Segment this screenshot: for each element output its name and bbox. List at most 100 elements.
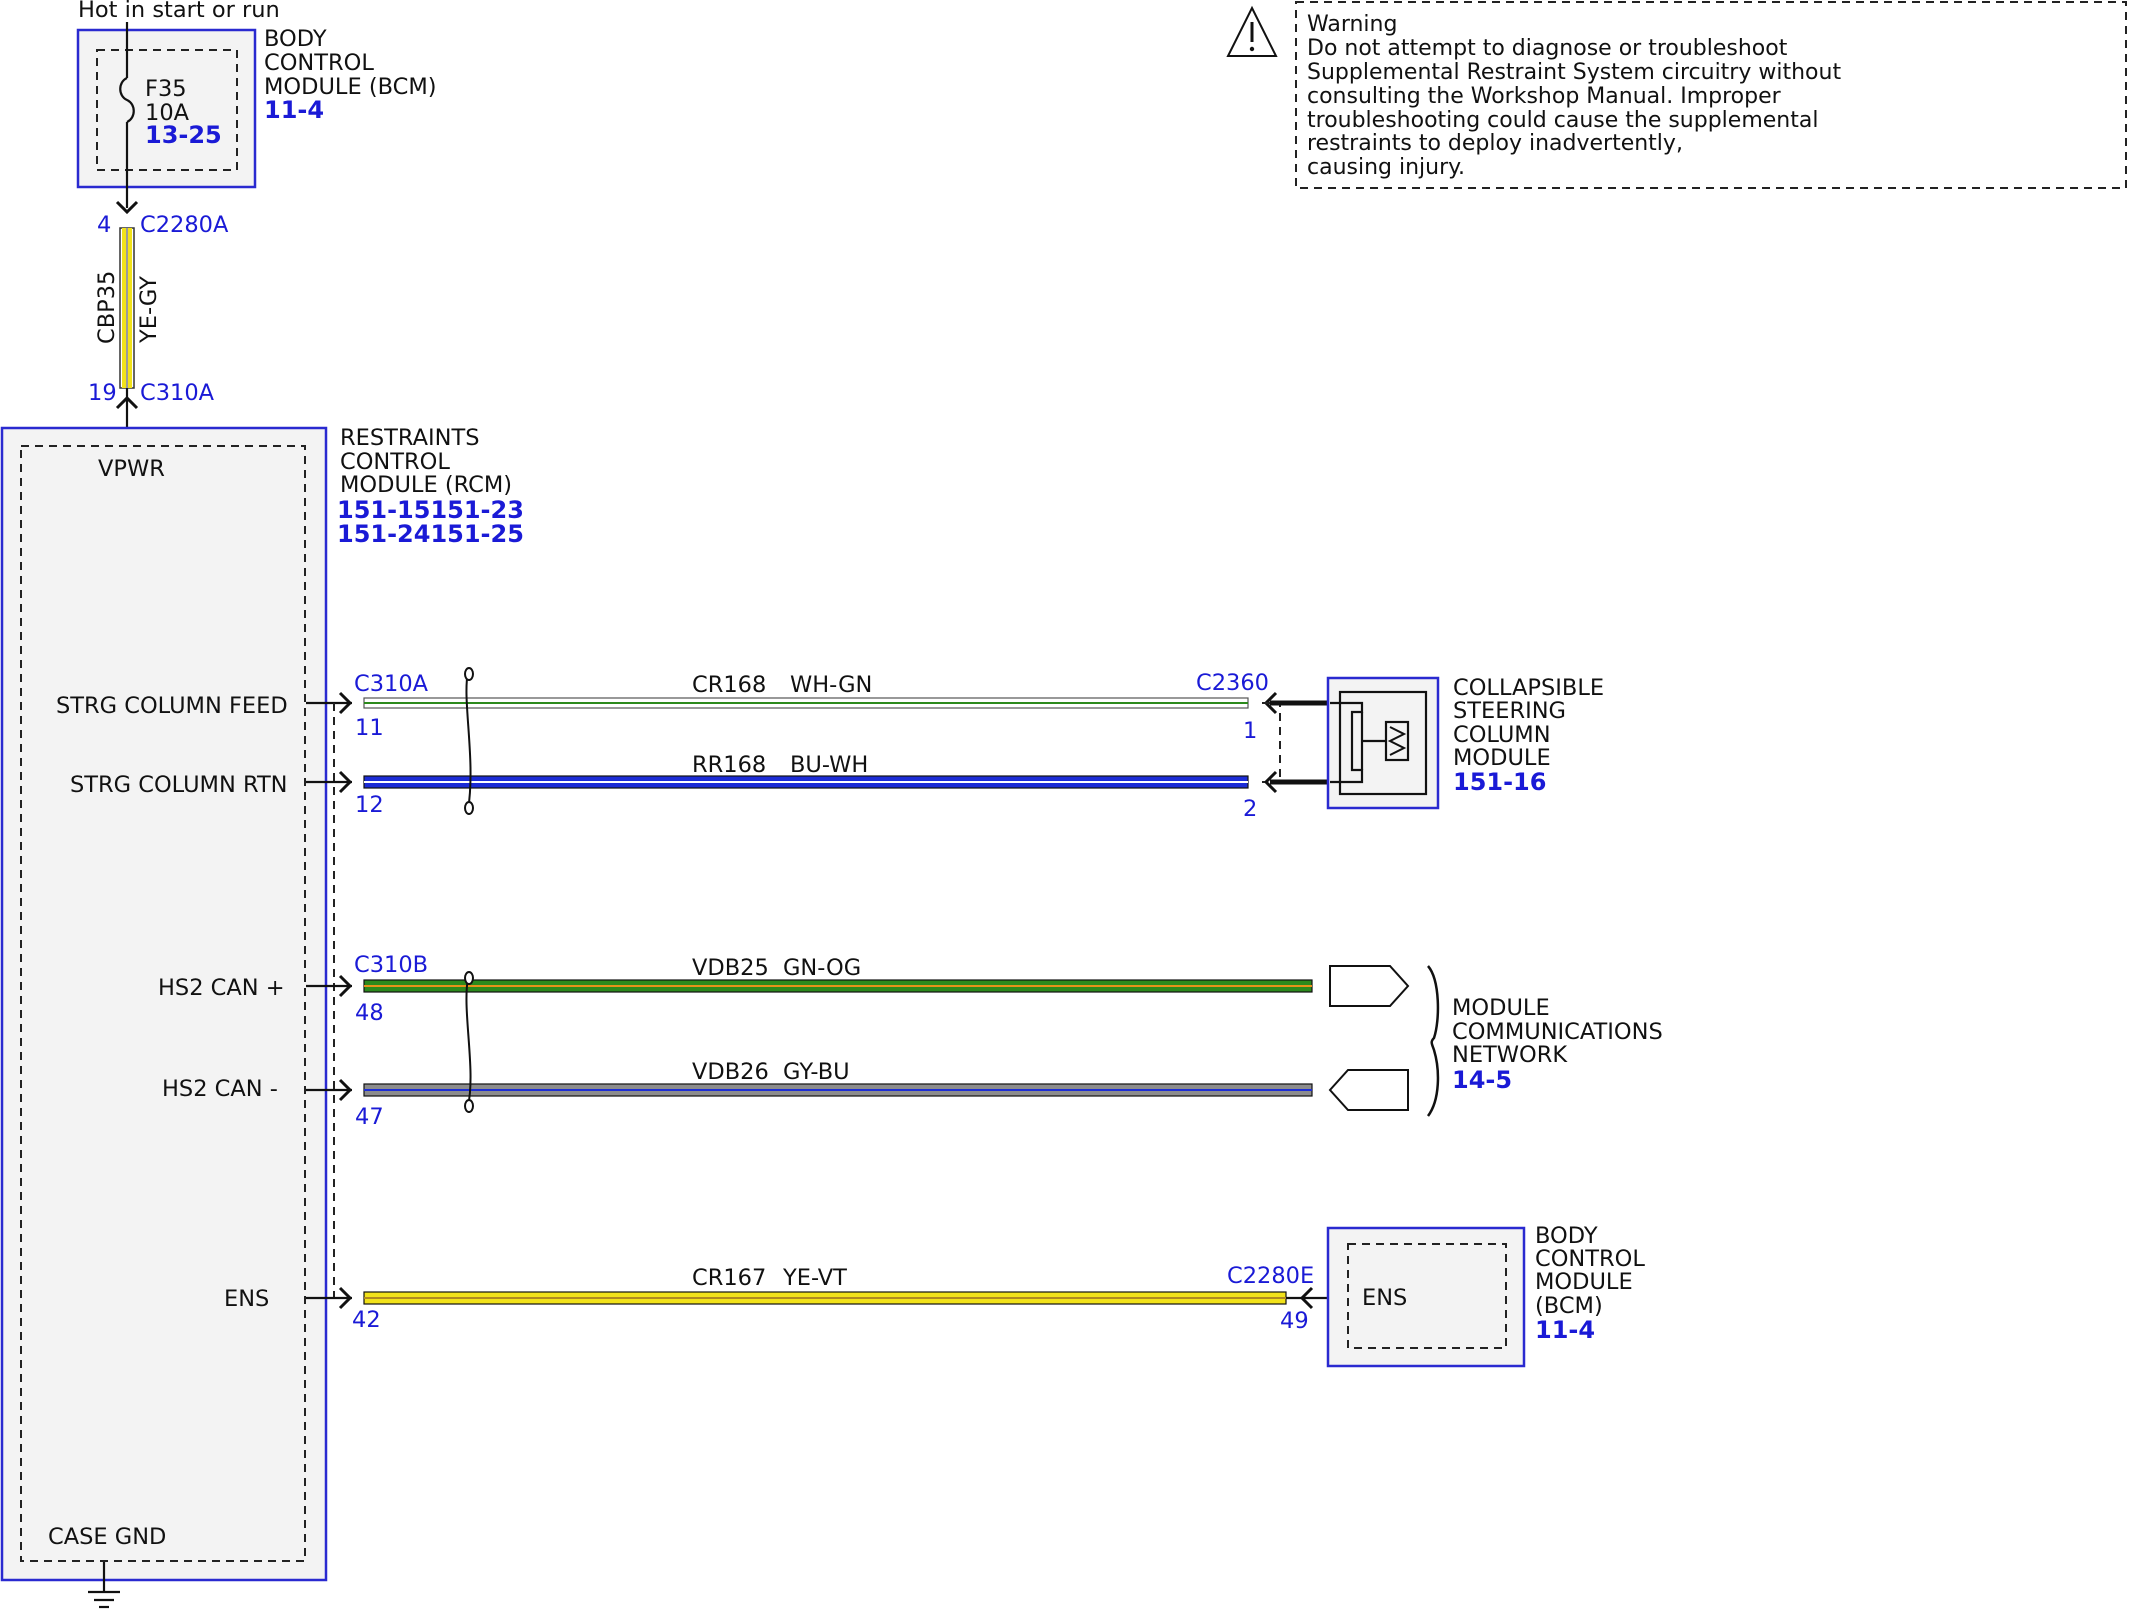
fuse-ref-link[interactable]: 13-25	[145, 121, 222, 149]
strg-feed-color: WH-GN	[790, 672, 872, 698]
rcm-inner-dashed	[20, 445, 306, 1562]
warning-line-3: Supplemental Restraint System circuitry …	[1307, 60, 1841, 85]
bcm-bottom-ref-link[interactable]: 11-4	[1535, 1316, 1595, 1344]
wire-cr168	[363, 697, 1249, 709]
warning-line-7: causing injury.	[1307, 155, 1465, 180]
warning-line-2: Do not attempt to diagnose or troublesho…	[1307, 36, 1788, 61]
network-name-2: COMMUNICATIONS	[1452, 1019, 1663, 1045]
rcm-ref-link-1[interactable]: 151-15151-23	[337, 496, 524, 524]
rcm-pin-case-gnd: CASE GND	[48, 1524, 166, 1550]
can-minus-color: GY-BU	[783, 1059, 850, 1085]
steering-ref-link[interactable]: 151-16	[1453, 768, 1546, 796]
strg-feed-pin: 11	[355, 715, 384, 741]
bcm-bottom-name-1: BODY	[1535, 1223, 1598, 1249]
bcm-bottom-pin-ens: ENS	[1362, 1285, 1407, 1311]
steering-module[interactable]	[1326, 676, 1440, 810]
rcm-name-1: RESTRAINTS	[340, 425, 479, 451]
ens-far-connector: C2280E	[1227, 1263, 1314, 1289]
rcm-ref-link-2[interactable]: 151-24151-25	[337, 520, 524, 548]
warning-line-4: consulting the Workshop Manual. Improper	[1307, 84, 1782, 109]
network-brace	[1426, 965, 1440, 1117]
strg-far-pin-2: 2	[1243, 796, 1257, 822]
can-plus-circuit: VDB25	[692, 955, 769, 981]
pin-arrow-strg-feed	[338, 691, 353, 715]
steering-name-1: COLLAPSIBLE	[1453, 675, 1604, 701]
offpage-connector-can-plus[interactable]	[1329, 965, 1410, 1007]
warning-triangle-icon	[1226, 5, 1278, 57]
strg-rtn-color: BU-WH	[790, 752, 868, 778]
rcm-pin-strg-rtn: STRG COLUMN RTN	[70, 772, 288, 798]
wire-vdb25	[363, 979, 1313, 993]
strg-far-pin-1: 1	[1243, 718, 1257, 744]
ens-far-pin: 49	[1280, 1308, 1309, 1334]
rcm-name-3: MODULE (RCM)	[340, 472, 512, 498]
wire-rr168	[363, 775, 1249, 789]
bcm-bottom-box	[1326, 1226, 1526, 1368]
wire-vdb26	[363, 1083, 1313, 1097]
ens-circuit: CR167	[692, 1265, 766, 1291]
squib-resistor-icon	[1384, 720, 1410, 762]
can-minus-pin: 47	[355, 1104, 384, 1130]
network-name-1: MODULE	[1452, 995, 1550, 1021]
ens-pin: 42	[352, 1307, 381, 1333]
bcm-top-name-1: BODY	[264, 26, 327, 52]
feed-top-pin: 4	[97, 212, 111, 238]
strg-rtn-circuit: RR168	[692, 752, 766, 778]
bcm-top-inner-dashed	[96, 49, 238, 171]
strg-rtn-pin: 12	[355, 792, 384, 818]
feed-top-connector: C2280A	[140, 212, 229, 238]
rcm-pin-strg-feed: STRG COLUMN FEED	[56, 693, 288, 719]
pin-arrow-strg-rtn	[338, 770, 353, 794]
network-ref-link[interactable]: 14-5	[1452, 1066, 1512, 1094]
can-minus-circuit: VDB26	[692, 1059, 769, 1085]
strg-feed-connector: C310A	[354, 671, 429, 697]
warning-line-5: troubleshooting could cause the suppleme…	[1307, 108, 1818, 133]
feed-bottom-pin: 19	[88, 380, 117, 406]
twist-marker-strg	[465, 671, 472, 811]
wire-cr167	[363, 1291, 1287, 1305]
feed-circuit: CBP35	[94, 271, 120, 344]
can-plus-pin: 48	[355, 1000, 384, 1026]
steering-name-3: COLUMN	[1453, 722, 1551, 748]
rcm-pin-can-plus: HS2 CAN +	[158, 975, 285, 1001]
can-plus-color: GN-OG	[783, 955, 861, 981]
bcm-bottom-inner-dashed	[1347, 1243, 1507, 1349]
feed-color-code: YE-GY	[136, 276, 162, 344]
connector-arrow-c2280a	[115, 200, 139, 215]
steering-module-box	[1326, 676, 1440, 810]
ens-color: YE-VT	[782, 1265, 847, 1291]
bcm-top-ref-link[interactable]: 11-4	[264, 96, 324, 124]
pin-arrow-ens	[338, 1286, 353, 1310]
fuse-f35-symbol	[119, 76, 135, 124]
can-connector: C310B	[354, 952, 428, 978]
rcm-name-2: CONTROL	[340, 449, 450, 475]
fuse-id: F35	[145, 76, 187, 102]
bcm-bottom-name-2: CONTROL	[1535, 1246, 1645, 1272]
warning-line-1: Warning	[1307, 12, 1397, 37]
warning-line-6: restraints to deploy inadvertently,	[1307, 131, 1683, 156]
fuse-rating: 10A	[145, 100, 190, 126]
rcm-pin-ens: ENS	[224, 1286, 269, 1312]
bcm-top-name-3: MODULE (BCM)	[264, 74, 437, 100]
feed-bottom-connector: C310A	[140, 380, 215, 406]
bcm-bottom-module[interactable]	[1326, 1226, 1526, 1368]
warning-box	[1295, 1, 2127, 189]
steering-name-4: MODULE	[1453, 745, 1551, 771]
strg-feed-circuit: CR168	[692, 672, 766, 698]
network-name-3: NETWORK	[1452, 1042, 1568, 1068]
bcm-bottom-name-3: MODULE	[1535, 1269, 1633, 1295]
supply-label: Hot in start or run	[78, 0, 280, 23]
strg-far-connector: C2360	[1196, 670, 1269, 696]
bcm-bottom-name-4: (BCM)	[1535, 1293, 1603, 1319]
rcm-box	[0, 426, 328, 1582]
steering-name-2: STEERING	[1453, 698, 1566, 724]
bcm-top-module[interactable]	[76, 28, 257, 189]
rcm-pin-can-minus: HS2 CAN -	[162, 1076, 278, 1102]
rcm-pin-vpwr: VPWR	[98, 456, 165, 482]
rcm-module[interactable]	[0, 426, 328, 1582]
ground-icon	[88, 1562, 120, 1609]
offpage-connector-can-minus[interactable]	[1328, 1069, 1409, 1111]
pin-arrow-can-minus	[338, 1078, 353, 1102]
twist-marker-can	[465, 977, 472, 1107]
